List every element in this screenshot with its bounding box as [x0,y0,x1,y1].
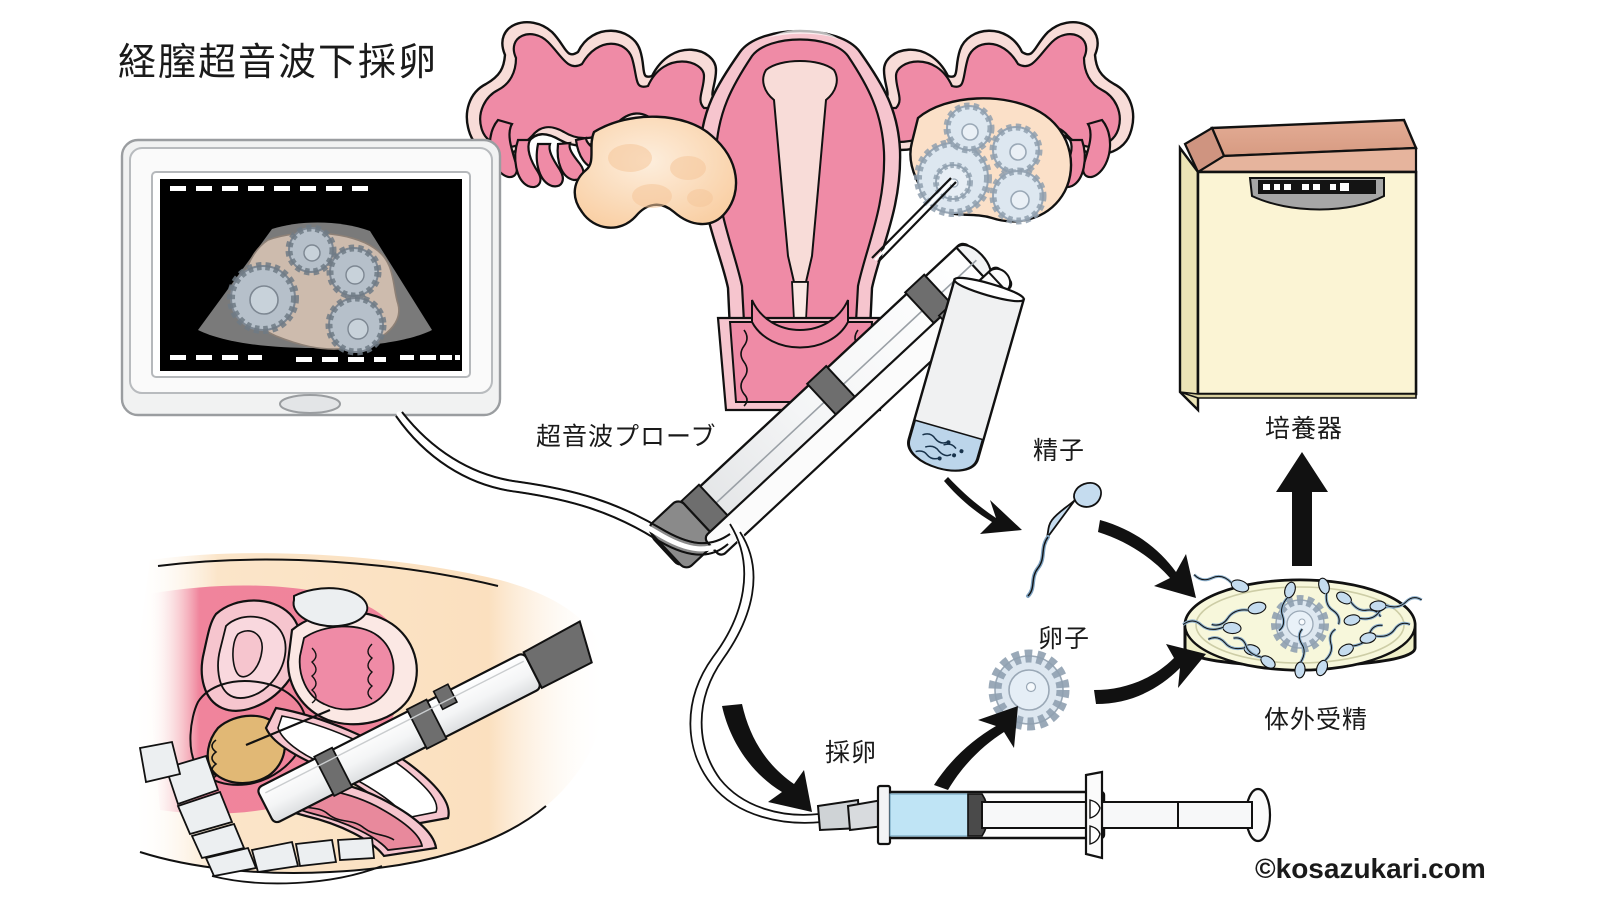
label-in-vitro-fertilization: 体外受精 [1264,706,1369,734]
uterus-anatomy-icon [465,21,1135,412]
syringe-icon [846,770,1272,860]
aspiration-needle-icon [871,177,957,263]
label-incubator: 培養器 [1265,415,1344,443]
pelvis-sagittal-section-icon [132,553,608,885]
label-egg: 卵子 [1038,625,1091,653]
label-ultrasound-probe: 超音波プローブ [536,423,717,451]
label-egg-retrieval: 採卵 [825,739,878,767]
ultrasound-monitor-icon [120,138,502,417]
oocyte-icon [988,649,1070,731]
probe-inserted-icon [245,619,593,824]
screen-scale-ticks [170,186,460,362]
petri-dish-icon [1182,573,1423,679]
incubator-icon [1178,118,1418,413]
ovary-with-follicles-icon [909,97,1073,225]
sperm-icon [1026,482,1102,598]
page-title: 経膣超音波下採卵 [118,42,439,84]
label-sperm: 精子 [1033,437,1086,465]
test-tube-icon [907,276,1026,472]
indicator-lights [1263,183,1349,191]
copyright-credit: ©kosazukari.com [1255,853,1486,884]
flow-arrows-group [722,452,1328,812]
probe-cable-icon [395,411,732,556]
